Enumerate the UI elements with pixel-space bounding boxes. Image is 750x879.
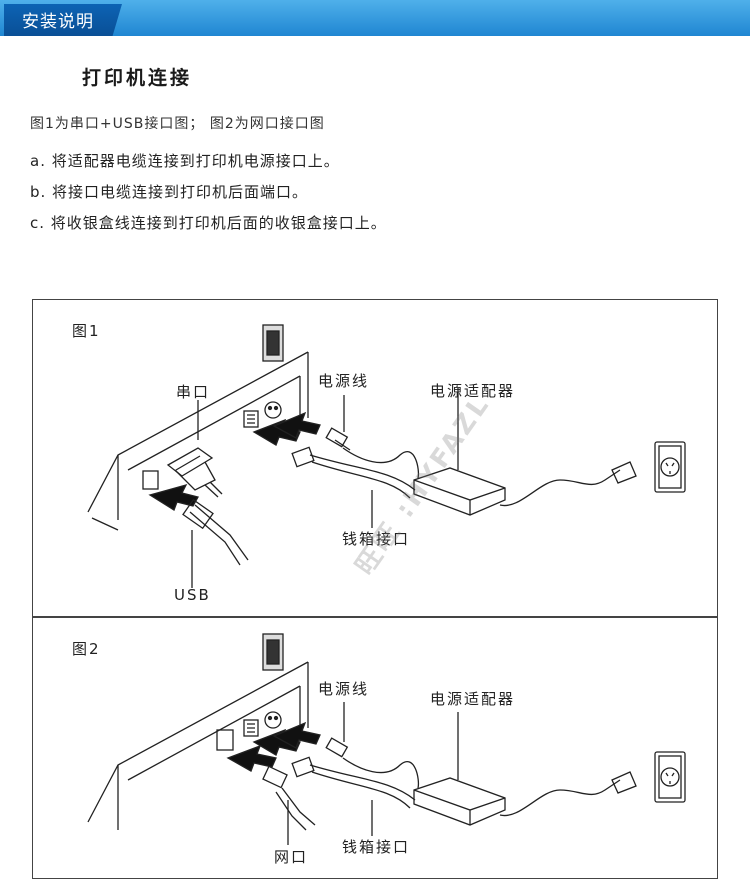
figure1-cash-drawer-label: 钱箱接口 xyxy=(342,530,411,548)
figure2-power-cord-label: 电源线 xyxy=(318,680,370,698)
figure2-power-adapter-label: 电源适配器 xyxy=(430,690,516,708)
step-c: c. 将收银盒线连接到打印机后面的收银盒接口上。 xyxy=(30,214,387,232)
figure-divider xyxy=(32,616,718,618)
top-banner xyxy=(0,0,750,36)
figure2-cash-drawer-label: 钱箱接口 xyxy=(342,838,411,856)
banner-title: 安装说明 xyxy=(22,12,94,32)
figure1-power-adapter-label: 电源适配器 xyxy=(430,382,516,400)
figure1-label: 图1 xyxy=(72,322,101,340)
figure1-drawing xyxy=(87,324,686,588)
figure-caption: 图1为串口+USB接口图； 图2为网口接口图 xyxy=(30,116,325,132)
banner-tab xyxy=(4,4,122,36)
figure2-network-port-label: 网口 xyxy=(274,848,309,866)
section-heading: 打印机连接 xyxy=(82,67,193,89)
figure1-serial-port-label: 串口 xyxy=(176,383,211,401)
figure1-power-cord-label: 电源线 xyxy=(318,372,370,390)
step-a: a. 将适配器电缆连接到打印机电源接口上。 xyxy=(30,152,340,170)
figure2-label: 图2 xyxy=(72,640,101,658)
figure1-usb-label: USB xyxy=(174,586,211,604)
step-b: b. 将接口电缆连接到打印机后面端口。 xyxy=(30,183,309,201)
figure2-drawing xyxy=(87,633,686,845)
